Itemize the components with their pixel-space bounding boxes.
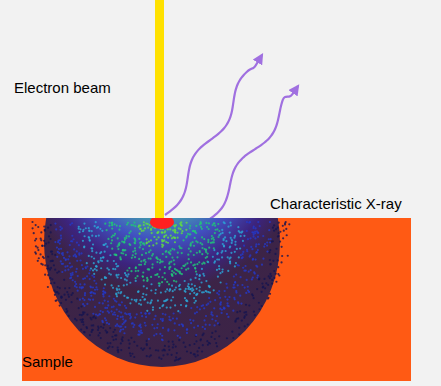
sample-block: Sample: [22, 218, 411, 381]
impact-spot: [150, 218, 174, 229]
xray-wave: [165, 55, 262, 215]
xray-label: Characteristic X-ray: [270, 196, 402, 213]
beam-label: Electron beam: [14, 80, 111, 97]
interaction-volume: [22, 218, 411, 381]
electron-beam: [155, 0, 164, 222]
volume-glow: [44, 218, 280, 367]
sample-label: Sample: [22, 354, 73, 371]
